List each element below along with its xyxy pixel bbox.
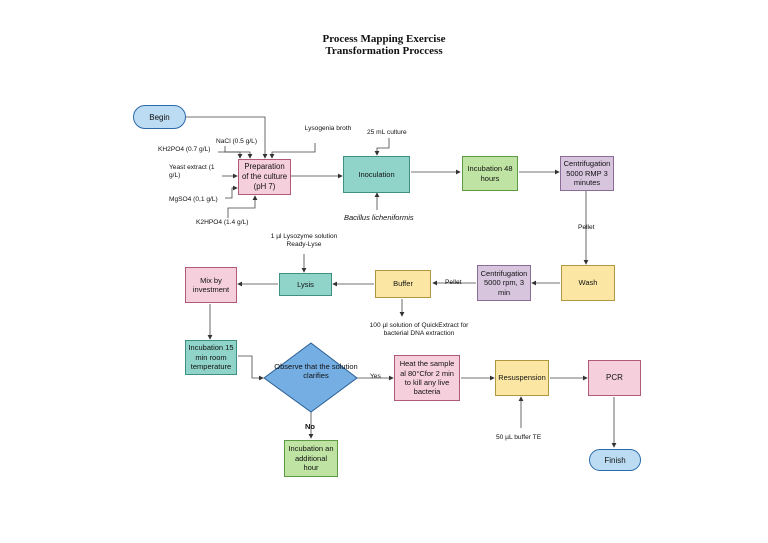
incubation-additional-step: Incubation an additional hour <box>284 440 338 477</box>
decision-label: Observe that the solution clarifies <box>274 362 358 381</box>
lysozyme-label: 1 µl Lysozyme solution Ready-Lyse <box>270 233 338 248</box>
yes-label: Yes <box>370 373 381 380</box>
mgso4-label: MgSO4 (0,1 g/L) <box>169 196 218 203</box>
quickextract-label: 100 µl solution of QuickExtract for bact… <box>369 322 469 337</box>
incubation-15-step: Incubation 15 min room temperature <box>185 340 237 375</box>
nacl-label: NaCl (0.5 g/L) <box>216 138 258 145</box>
buffer-step: Buffer <box>375 270 431 298</box>
kh2po4-label: KH2PO4 (0.7 g/L) <box>158 146 211 153</box>
centrifugation-2-step: Centrifugation 5000 rpm, 3 min <box>477 265 531 301</box>
resuspension-step: Resuspension <box>495 360 549 396</box>
mix-step: Mix by investment <box>185 267 237 303</box>
decision-diamond <box>263 342 358 413</box>
pellet-label-1: Pellet <box>578 224 595 231</box>
bacillus-label: Bacillus licheniformis <box>344 213 414 222</box>
diagram-title-line1: Process Mapping Exercise <box>322 33 446 45</box>
pcr-step: PCR <box>588 360 641 396</box>
yeast-label: Yeast extract (1 g/L) <box>169 164 215 179</box>
incubation-48-step: Incubation 48 hours <box>462 156 518 191</box>
k2hpo4-label: K2HPO4 (1.4 g/L) <box>196 219 249 226</box>
te-buffer-label: 50 µL buffer TE <box>496 434 542 441</box>
culture-label: 25 mL culture <box>367 129 407 136</box>
inoculation-step: Inoculation <box>343 156 410 193</box>
pellet-label-2: Pellet <box>445 279 462 286</box>
no-label: No <box>305 422 315 431</box>
diagram-title-line2: Transformation Proccess <box>325 45 443 57</box>
centrifugation-1-step: Centrifugation 5000 RMP 3 minutes <box>560 156 614 191</box>
begin-terminal: Begin <box>133 105 186 129</box>
finish-terminal: Finish <box>589 449 641 471</box>
heat-step: Heat the sample al 80°Cfor 2 min to kill… <box>394 355 460 401</box>
lysogenia-label: Lysogenia broth <box>304 125 352 132</box>
preparation-step: Preparation of the culture (pH 7) <box>238 159 291 195</box>
lysis-step: Lysis <box>279 273 332 296</box>
wash-step: Wash <box>561 265 615 301</box>
